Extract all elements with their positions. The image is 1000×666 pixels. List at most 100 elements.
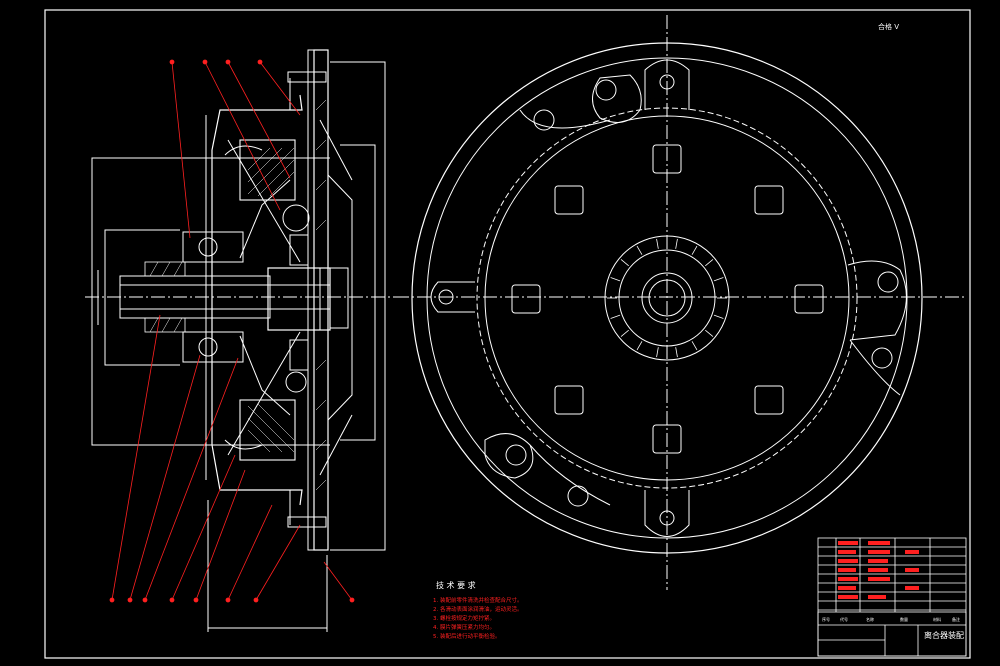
- tech-req-item: 5. 装配后进行动平衡检验。: [433, 632, 501, 640]
- parts-list-entry: [868, 595, 886, 599]
- drawing-title: 离合器装配: [924, 630, 964, 640]
- flywheel-boss: [327, 174, 353, 421]
- release-bearing-bottom: [182, 331, 244, 363]
- bearing-ball-top: [198, 237, 218, 257]
- diaphragm-slot: [675, 238, 678, 249]
- damper-spring-bottom: [285, 371, 307, 393]
- bearing-ball-bottom: [198, 337, 218, 357]
- tech-req-title: 技 术 要 求: [436, 580, 476, 590]
- parts-list-entry: [868, 568, 888, 572]
- tech-req-item: 1. 装配前零件清洗并检查配合尺寸。: [433, 596, 523, 604]
- release-bearing-top: [182, 231, 244, 263]
- diaphragm-slot: [610, 277, 621, 282]
- pressure-plate-bottom: [239, 399, 296, 461]
- parts-list-entry: [905, 586, 919, 590]
- bolt-bottom: [287, 516, 327, 528]
- strap-loop-right-hole: [877, 271, 899, 293]
- tech-req-item: 3. 螺栓按规定力矩拧紧。: [433, 614, 495, 622]
- drive-pin-right: [871, 347, 893, 369]
- window-bottom: [652, 424, 682, 454]
- damper-spring-top: [282, 204, 310, 232]
- parts-list-entry: [838, 595, 858, 599]
- lug-left-hole: [438, 289, 454, 305]
- flywheel-chamfer: [319, 119, 353, 181]
- diaphragm-slot: [691, 341, 698, 351]
- diaphragm-slot: [636, 245, 643, 255]
- release-lever-bottom: [239, 335, 291, 416]
- parts-list-entry: [838, 541, 858, 545]
- strap-loop-bottom: [484, 433, 534, 479]
- clutch-cover: [211, 94, 303, 506]
- dim-outer-frame: [91, 157, 330, 446]
- pressure-plate-edge: [484, 115, 850, 481]
- diaphragm-slot: [620, 259, 629, 267]
- pressure-plate-circle: [476, 107, 858, 489]
- drive-strap-top: [519, 109, 611, 129]
- tech-req-item: 2. 各滑动表面涂润滑油，运动灵活。: [433, 605, 523, 613]
- drawing-frame: [44, 9, 971, 659]
- window-top: [652, 144, 682, 174]
- strap-loop-right: [847, 260, 907, 341]
- diaphragm-slot: [620, 329, 629, 337]
- window-left: [511, 284, 541, 314]
- tech-req-item: 4. 膜片弹簧压紧力均匀。: [433, 623, 495, 631]
- parts-list-entry: [905, 568, 919, 572]
- drive-pin-top: [533, 109, 555, 131]
- title-label: 材料: [933, 616, 941, 622]
- title-block: 序号 代号 名称 数量 材料 备注 离合器装配: [817, 537, 967, 657]
- pilot-bearing: [329, 267, 349, 329]
- diaphragm-slot: [713, 314, 724, 319]
- diaphragm-slot: [636, 341, 643, 351]
- window-bottom-left: [554, 385, 584, 415]
- strap-loop-top-hole: [595, 79, 617, 101]
- parts-list-entries: [838, 541, 919, 599]
- drive-pin-bottom: [567, 485, 589, 507]
- ring-inner-edge: [426, 57, 908, 539]
- strap-loop-top: [592, 74, 642, 123]
- diaphragm-slot: [691, 245, 698, 255]
- dim-height-outer: [330, 61, 386, 551]
- title-label: 数量: [900, 616, 908, 622]
- pressure-plate-curve: [224, 145, 263, 156]
- drive-strap-right: [849, 339, 901, 396]
- title-label: 序号: [822, 616, 830, 622]
- flywheel-chamfer: [319, 414, 353, 476]
- hub-spline-ring: [618, 249, 716, 347]
- section-hatching: [149, 99, 327, 491]
- diaphragm-slot: [675, 347, 678, 358]
- shaft: [119, 275, 271, 319]
- diaphragm-slot: [705, 259, 714, 267]
- diaphragm-slot: [705, 329, 714, 337]
- parts-list-entry: [838, 559, 858, 563]
- pressure-plate-curve: [224, 439, 263, 450]
- lug-top-hole: [659, 74, 675, 90]
- parts-list-entry: [838, 586, 856, 590]
- title-label: 代号: [840, 616, 848, 622]
- corner-note: 合格 V: [878, 22, 899, 31]
- release-lever-top: [239, 179, 291, 259]
- dim-height-inner: [340, 144, 376, 441]
- lug-top: [644, 59, 690, 110]
- diaphragm-slot: [656, 347, 659, 358]
- window-top-left: [554, 185, 584, 215]
- hub-bore: [641, 272, 693, 324]
- lug-bottom: [644, 490, 690, 537]
- strap-loop-bottom-hole: [505, 444, 527, 466]
- hub-bore-inner: [648, 279, 686, 317]
- pressure-plate-top: [239, 139, 296, 201]
- parts-list-entry: [838, 577, 858, 581]
- window-top-right: [754, 185, 784, 215]
- shaft-sleeve-top: [144, 261, 186, 277]
- parts-list-entry: [868, 559, 888, 563]
- front-view: [395, 15, 965, 590]
- dim-inner-frame: [104, 229, 180, 366]
- parts-list-entry: [838, 550, 856, 554]
- parts-list-entry: [868, 577, 890, 581]
- window-right: [794, 284, 824, 314]
- drive-strap-bottom: [529, 444, 611, 506]
- parts-list-rows: [818, 546, 966, 611]
- title-label: 备注: [952, 616, 960, 622]
- title-frame: [817, 611, 967, 657]
